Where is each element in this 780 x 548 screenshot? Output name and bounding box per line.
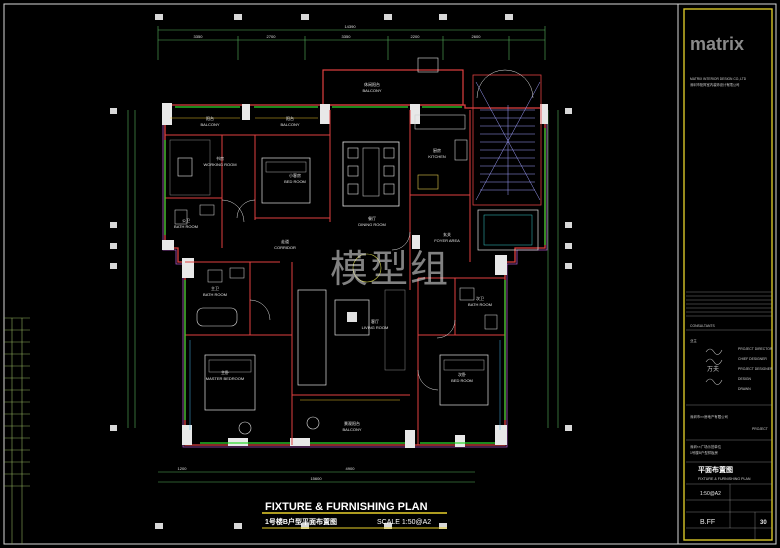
room-bath3-en: BATH ROOM bbox=[468, 302, 492, 307]
role-4: DESIGN bbox=[738, 377, 752, 381]
room-balcony-bottom-en: BALCONY bbox=[342, 427, 361, 432]
owner-label: 业主 bbox=[690, 338, 697, 343]
room-master-cn: 主卧 bbox=[221, 369, 229, 375]
dim-top-total: 14390 bbox=[344, 24, 356, 29]
room-balcony-mid-en: BALCONY bbox=[280, 122, 299, 127]
sheet-frame bbox=[3, 3, 777, 545]
signature-name: 万夫 bbox=[707, 365, 719, 373]
room-foyer-en: FOYER AREA bbox=[434, 238, 460, 243]
room-corridor-en: CORRIDOR bbox=[274, 245, 296, 250]
company-cn: 深圳市矩阵室内装饰设计有限公司 bbox=[690, 82, 739, 87]
balcony-top-outline bbox=[322, 69, 464, 106]
drawing-title-cn: 1号楼B户型平面布置图 bbox=[265, 517, 337, 526]
dim-top-2: 2700 bbox=[267, 34, 277, 39]
room-foyer-cn: 玄关 bbox=[443, 231, 451, 237]
room-master-en: MASTER BEDROOM bbox=[206, 376, 244, 381]
dim-top-4: 2200 bbox=[411, 34, 421, 39]
room-bath3-cn: 次卫 bbox=[476, 295, 484, 301]
signatures bbox=[705, 348, 723, 385]
room-balcony-left-en: BALCONY bbox=[200, 122, 219, 127]
room-corridor-cn: 走道 bbox=[281, 238, 289, 244]
title-block-frame bbox=[683, 8, 773, 541]
grid-markers-top bbox=[155, 14, 513, 529]
watermark: 模型组 bbox=[330, 247, 451, 291]
room-living-cn: 客厅 bbox=[371, 318, 379, 324]
room-living-en: LIVING ROOM bbox=[362, 325, 389, 330]
title-block-rows bbox=[686, 291, 772, 540]
room-bath2-en: BATH ROOM bbox=[203, 292, 227, 297]
room-balcony-mid-cn: 阳台 bbox=[286, 115, 294, 121]
tb-sheet-no: 30 bbox=[760, 520, 767, 526]
company-en: MATRIX INTERIOR DESIGN CO.,LTD bbox=[690, 77, 747, 81]
project-cn-1: 深圳××广场示范单位 bbox=[690, 444, 722, 449]
room-kitchen-cn: 厨房 bbox=[433, 147, 441, 153]
room-balcony-top-en: BALCONY bbox=[362, 88, 381, 93]
tb-scale: 1:50@A2 bbox=[700, 491, 721, 497]
project-cn-2: 1号楼B户型样板房 bbox=[690, 450, 718, 455]
tb-drawing-no: B.FF bbox=[700, 519, 715, 526]
dim-bottom-1: 1200 bbox=[178, 466, 188, 471]
role-5: DRAWN bbox=[738, 387, 751, 391]
dim-bottom-2: 4900 bbox=[346, 466, 356, 471]
role-3: PROJECT DESIGNER bbox=[738, 367, 773, 371]
drawing-title-en: FIXTURE & FURNISHING PLAN bbox=[265, 501, 428, 513]
room-balcony-top-cn: 休闲阳台 bbox=[364, 81, 380, 87]
grid-markers-side bbox=[110, 108, 572, 431]
room-working-cn: 书房 bbox=[216, 155, 224, 161]
room-balcony-left-cn: 阳台 bbox=[206, 115, 214, 121]
tb-drawing-title-en: FIXTURE & FURNISHING PLAN bbox=[698, 477, 751, 481]
room-kitchen-en: KITCHEN bbox=[428, 154, 446, 159]
dim-top-3: 3350 bbox=[342, 34, 352, 39]
dimension-lines bbox=[127, 26, 559, 483]
company-logo: matrix bbox=[690, 34, 744, 54]
room-bath1-en: BATH ROOM bbox=[174, 224, 198, 229]
room-bedroom2-en: BED ROOM bbox=[451, 378, 473, 383]
role-1: PROJECT DIRECTOR bbox=[738, 347, 773, 351]
drawing-scale: SCALE 1:50@A2 bbox=[377, 519, 431, 526]
developer-cn: 深圳市××房地产有限公司 bbox=[690, 414, 728, 419]
room-bedroom-small-en: BED ROOM bbox=[284, 179, 306, 184]
left-ruler bbox=[4, 317, 30, 544]
room-working-en: WORKING ROOM bbox=[203, 162, 236, 167]
room-bath2-cn: 主卫 bbox=[211, 285, 219, 291]
room-balcony-bottom-cn: 景观阳台 bbox=[344, 420, 360, 426]
room-bath1-cn: 公卫 bbox=[182, 218, 190, 223]
dim-top-5: 2600 bbox=[472, 34, 482, 39]
room-bedroom2-cn: 次卧 bbox=[458, 371, 466, 377]
dim-top-1: 3350 bbox=[194, 34, 204, 39]
room-dining-en: DINING ROOM bbox=[358, 222, 386, 227]
floor-plan bbox=[162, 57, 548, 448]
consultants-label: CONSULTANTS bbox=[690, 324, 715, 328]
tb-drawing-title-cn: 平面布置图 bbox=[698, 465, 733, 474]
role-2: CHIEF DESIGNER bbox=[738, 357, 767, 361]
room-bedroom-small-cn: 小客房 bbox=[289, 172, 301, 178]
room-dining-cn: 餐厅 bbox=[368, 215, 376, 221]
dim-bottom-total: 15600 bbox=[310, 476, 322, 481]
project-label: PROJECT bbox=[752, 427, 768, 431]
